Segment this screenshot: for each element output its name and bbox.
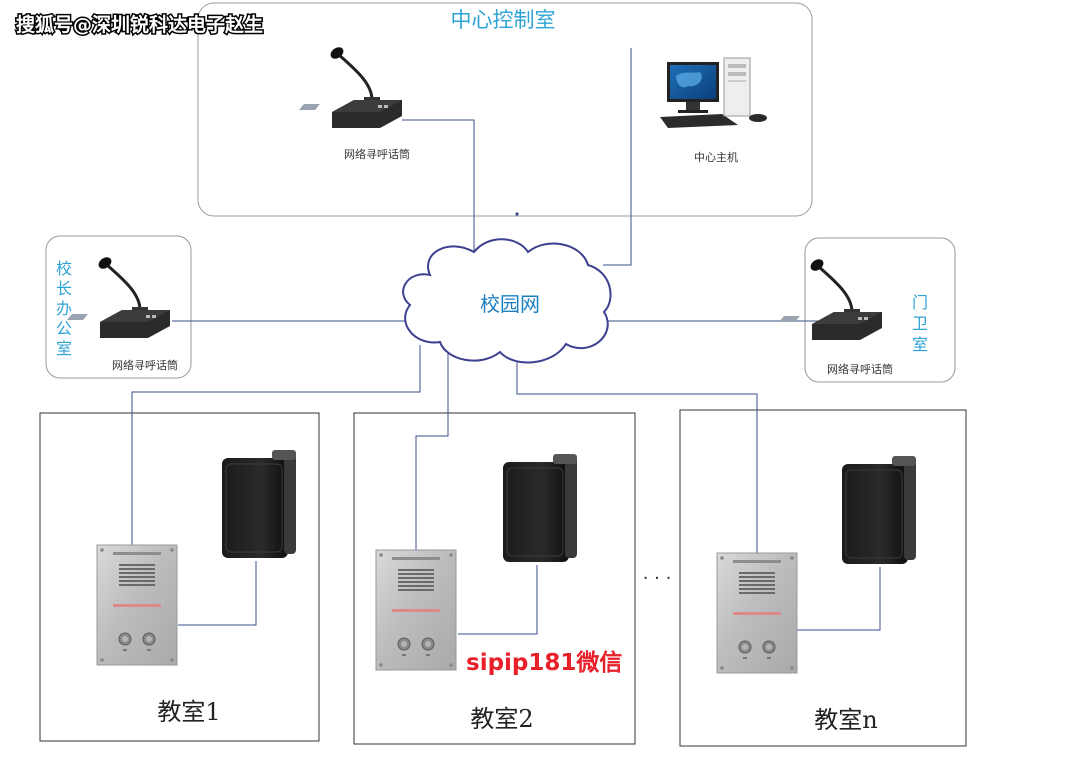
svg-text:门: 门	[912, 293, 928, 312]
speaker-n-icon	[841, 455, 917, 565]
intercom-panel-2-icon	[375, 549, 457, 671]
classroom-n-box	[679, 409, 967, 747]
classroom-n-label: 教室n	[814, 706, 877, 734]
gate-title: 门 卫 室	[912, 293, 928, 354]
line-classroom-2	[415, 352, 449, 550]
host-label: 中心主机	[694, 150, 738, 164]
principal-office-box	[45, 235, 192, 379]
classroom-2-label: 教室2	[470, 705, 533, 733]
overlay-contact-text: sipip181微信	[466, 649, 622, 676]
svg-text:校: 校	[56, 259, 72, 278]
wire-2	[458, 565, 538, 635]
line-classroom-1	[131, 345, 421, 545]
junction-dot	[515, 212, 519, 216]
principal-mic-label: 网络寻呼话筒	[112, 358, 178, 372]
principal-mic-icon	[65, 253, 172, 340]
classroom-1-box	[39, 412, 320, 742]
svg-text:办: 办	[56, 299, 72, 318]
principal-title: 校 长 办 公 室	[56, 259, 72, 358]
control-mic-label: 网络寻呼话筒	[344, 147, 410, 161]
intercom-panel-n-icon	[716, 552, 798, 674]
speaker-2-icon	[502, 453, 578, 563]
classroom-1-label: 教室1	[157, 698, 220, 726]
intercom-panel-1-icon	[96, 544, 178, 666]
classroom-2-box	[353, 412, 636, 745]
line-control-mic	[402, 119, 475, 252]
gate-box	[804, 237, 956, 383]
gate-mic-icon	[777, 255, 884, 342]
svg-text:卫: 卫	[912, 314, 928, 333]
control-room-title: 中心控制室	[451, 8, 556, 32]
ellipsis: · · ·	[643, 568, 672, 589]
control-mic-icon	[297, 43, 404, 130]
wire-1	[178, 561, 257, 626]
svg-text:室: 室	[56, 339, 72, 358]
gate-mic-label: 网络寻呼话筒	[827, 362, 893, 376]
line-control-host	[603, 48, 632, 266]
wire-n	[797, 567, 881, 631]
network-lines	[131, 48, 881, 635]
line-classroom-n	[516, 360, 758, 553]
svg-text:室: 室	[912, 335, 928, 354]
control-room-box	[197, 2, 813, 217]
computer-icon	[660, 57, 767, 128]
svg-text:公: 公	[56, 319, 72, 338]
speaker-1-icon	[221, 449, 297, 559]
network-label: 校园网	[480, 292, 540, 316]
campus-network-cloud	[402, 238, 612, 364]
svg-text:长: 长	[56, 279, 72, 298]
watermark: 搜狐号@深圳锐科达电子赵生	[16, 13, 263, 36]
